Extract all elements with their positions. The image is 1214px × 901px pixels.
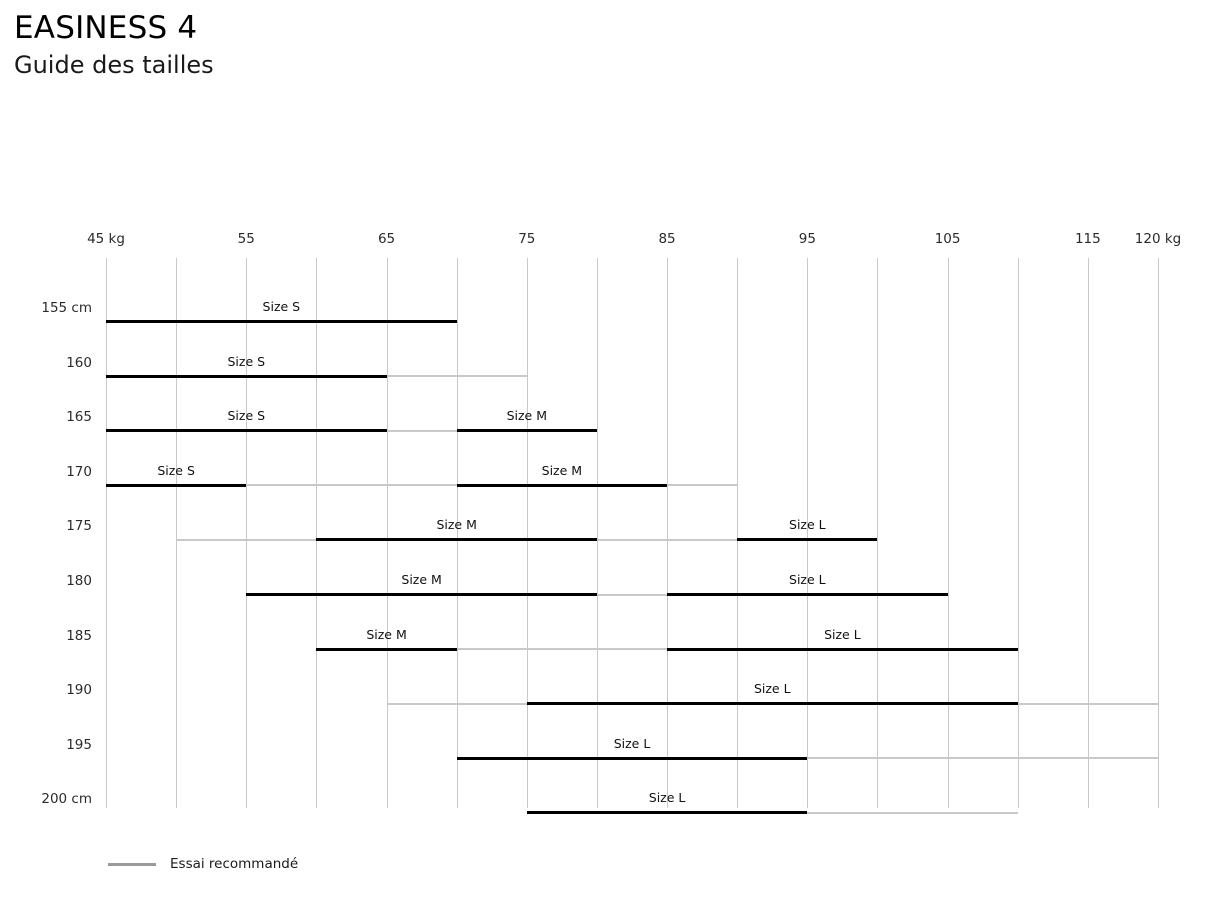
legend-recommended-swatch bbox=[108, 862, 156, 866]
gridline-vertical bbox=[596, 258, 598, 808]
gridline-vertical bbox=[106, 258, 107, 808]
size-range-bar bbox=[246, 593, 597, 596]
size-range-bar bbox=[316, 538, 597, 542]
x-axis-tick-label: 95 bbox=[798, 231, 816, 247]
size-range-bar bbox=[106, 483, 247, 487]
size-bar-label: Size L bbox=[753, 681, 791, 697]
x-axis-tick-label: 65 bbox=[377, 231, 396, 247]
size-bar-label: Size M bbox=[506, 408, 548, 424]
x-axis-tick-label: 105 bbox=[934, 231, 961, 247]
size-range-bar bbox=[456, 429, 597, 433]
gridline-vertical bbox=[737, 258, 739, 808]
gridline-vertical bbox=[386, 258, 388, 808]
x-axis-tick-label: 120 kg bbox=[1134, 231, 1182, 247]
legend-recommended-label: Essai recommandé bbox=[170, 856, 299, 872]
size-bar-label: Size M bbox=[366, 626, 407, 642]
gridline-vertical bbox=[246, 258, 248, 808]
size-range-bar bbox=[526, 702, 1018, 706]
gridline-vertical bbox=[807, 258, 809, 808]
size-bar-label: Size S bbox=[262, 299, 301, 314]
x-axis-tick-label: 115 bbox=[1074, 231, 1101, 247]
size-bar-label: Size L bbox=[648, 790, 686, 806]
recommended-range-bar bbox=[596, 538, 738, 541]
size-bar-label: Size L bbox=[789, 517, 826, 533]
y-axis-tick-label: 160 bbox=[66, 354, 92, 371]
recommended-range-bar bbox=[1017, 702, 1158, 705]
size-bar-label: Size L bbox=[613, 735, 651, 751]
size-bar-label: Size M bbox=[401, 572, 442, 587]
page-subtitle: Guide des tailles bbox=[14, 51, 214, 79]
size-bar-label: Size S bbox=[227, 408, 266, 424]
y-axis-tick-label: 195 bbox=[66, 736, 92, 753]
recommended-range-bar bbox=[386, 702, 527, 705]
recommended-range-bar bbox=[456, 648, 668, 651]
size-bar-label: Size S bbox=[157, 462, 195, 478]
size-range-bar bbox=[456, 483, 668, 487]
y-axis-tick-label: 180 bbox=[66, 573, 92, 589]
gridline-vertical bbox=[877, 258, 879, 808]
size-range-bar bbox=[316, 647, 457, 651]
recommended-range-bar bbox=[386, 375, 527, 378]
size-range-bar bbox=[667, 593, 948, 596]
size-range-bar bbox=[106, 429, 387, 433]
gridline-vertical bbox=[947, 258, 949, 808]
gridline-vertical bbox=[456, 258, 458, 808]
page-header: EASINESS 4 Guide des tailles bbox=[14, 8, 214, 82]
gridline-vertical bbox=[526, 258, 528, 808]
gridline-vertical bbox=[316, 258, 318, 808]
gridline-vertical bbox=[1017, 258, 1019, 808]
y-axis-tick-label: 175 bbox=[66, 518, 92, 535]
size-range-bar bbox=[456, 756, 808, 760]
size-range-bar bbox=[526, 811, 808, 815]
size-bar-label: Size L bbox=[824, 626, 861, 642]
size-range-bar bbox=[106, 320, 457, 323]
gridline-vertical bbox=[1087, 258, 1089, 808]
recommended-range-bar bbox=[386, 429, 457, 432]
x-axis-tick-label: 75 bbox=[518, 231, 536, 247]
y-axis-tick-label: 190 bbox=[66, 682, 92, 699]
gridline-vertical bbox=[176, 258, 178, 808]
y-axis-tick-label: 185 bbox=[66, 627, 92, 644]
x-axis-tick-label: 45 kg bbox=[87, 231, 125, 247]
chart-plot-area: Size S Size S Size S Size M Size S Size M Size… bbox=[106, 258, 1159, 815]
size-range-bar bbox=[737, 538, 878, 542]
size-bar-label: Size S bbox=[227, 353, 266, 369]
size-range-bar bbox=[106, 374, 387, 378]
recommended-range-bar bbox=[807, 811, 1018, 814]
recommended-range-bar bbox=[246, 484, 457, 487]
recommended-range-bar bbox=[176, 538, 317, 541]
y-axis-tick-label: 170 bbox=[66, 463, 92, 480]
y-axis-tick-label: 155 cm bbox=[41, 300, 92, 316]
gridline-vertical bbox=[1158, 258, 1159, 808]
page-title: EASINESS 4 bbox=[14, 10, 198, 46]
chart-legend: Essai recommandé bbox=[108, 856, 298, 872]
y-axis-tick-label: 165 bbox=[66, 409, 92, 426]
size-bar-label: Size L bbox=[789, 572, 826, 587]
recommended-range-bar bbox=[667, 484, 738, 487]
recommended-range-bar bbox=[807, 757, 1158, 760]
size-range-bar bbox=[667, 647, 1018, 651]
y-axis-tick-label: 200 cm bbox=[41, 791, 92, 808]
gridline-vertical bbox=[667, 258, 669, 808]
size-bar-label: Size M bbox=[436, 517, 477, 533]
x-axis-tick-label: 55 bbox=[237, 231, 255, 247]
size-bar-label: Size M bbox=[541, 462, 583, 478]
x-axis-tick-label: 85 bbox=[658, 231, 676, 247]
recommended-range-bar bbox=[596, 593, 668, 596]
